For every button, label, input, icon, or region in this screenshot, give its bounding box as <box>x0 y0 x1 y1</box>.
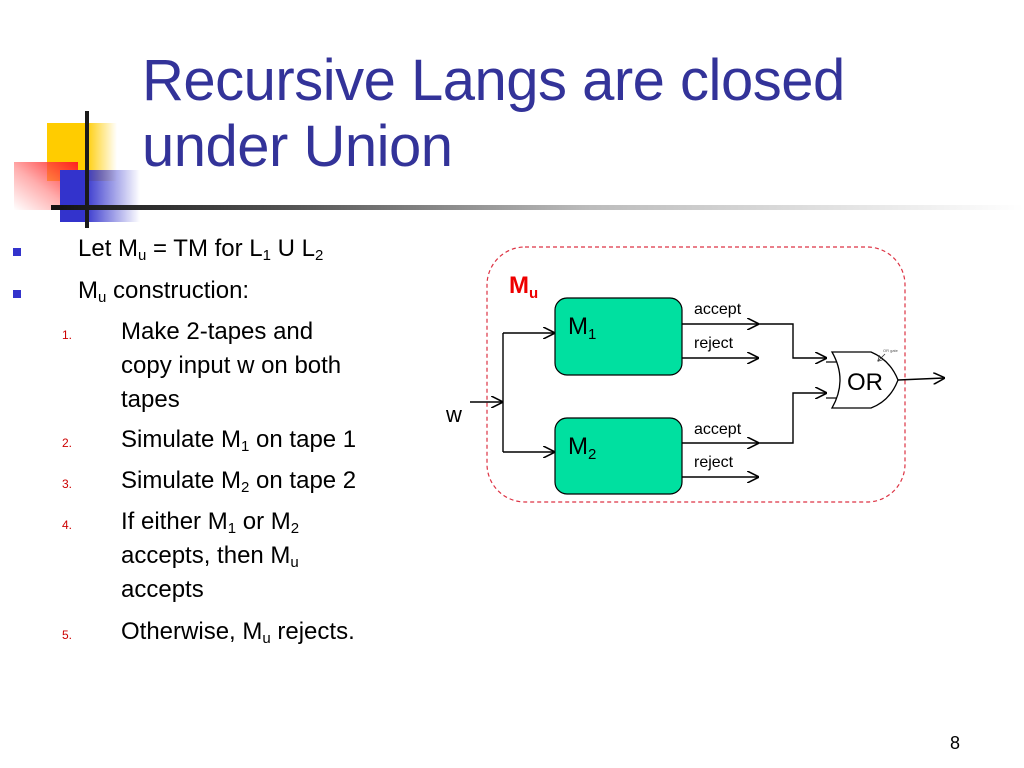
machine-m1-box <box>554 297 683 376</box>
mu-label: Mu <box>509 272 538 302</box>
page-number: 8 <box>950 733 961 753</box>
or-output-arrow <box>897 378 944 380</box>
step-2: Simulate M1 on tape 1 <box>121 426 357 455</box>
step-5: Otherwise, Mu rejects. <box>121 618 355 647</box>
title-line-1: Recursive Langs are closed <box>142 48 845 113</box>
step-number: 3. <box>62 477 73 491</box>
m1-accept-label: accept <box>694 301 742 318</box>
step-number: 2. <box>62 436 73 450</box>
m2-reject-label: reject <box>694 454 734 471</box>
input-w-label: w <box>445 402 462 427</box>
bullet-icon <box>13 290 21 298</box>
m2-accept-label: accept <box>694 421 742 438</box>
slide-title: Recursive Langs are closed under Union <box>142 48 845 180</box>
or-gate-note-arrow <box>878 353 886 361</box>
or-gate-shape <box>830 351 899 409</box>
title-underline <box>51 205 1024 210</box>
step-number: 5. <box>62 628 73 642</box>
bullet-item-2: Mu construction: <box>78 277 250 306</box>
step-number: 1. <box>62 328 73 342</box>
or-gate-label: OR <box>847 369 883 396</box>
accept1-to-or <box>758 323 826 358</box>
bullet-item-1: Let Mu = TM for L1 U L2 <box>78 235 324 264</box>
machine-m2-label: M2 <box>568 433 596 463</box>
m1-reject-label: reject <box>694 335 734 352</box>
mu-container <box>486 246 906 503</box>
logo-blue-square <box>60 170 140 222</box>
bullet-icon <box>13 248 21 256</box>
title-line-2: under Union <box>142 114 453 179</box>
machine-m2-box <box>554 417 683 495</box>
step-3: Simulate M2 on tape 2 <box>121 467 357 496</box>
accept2-to-or <box>758 393 826 444</box>
logo-vertical-line <box>85 111 89 228</box>
step-number: 4. <box>62 518 73 532</box>
machine-m1-label: M1 <box>568 313 596 343</box>
or-gate-note: OR gate <box>883 348 899 353</box>
